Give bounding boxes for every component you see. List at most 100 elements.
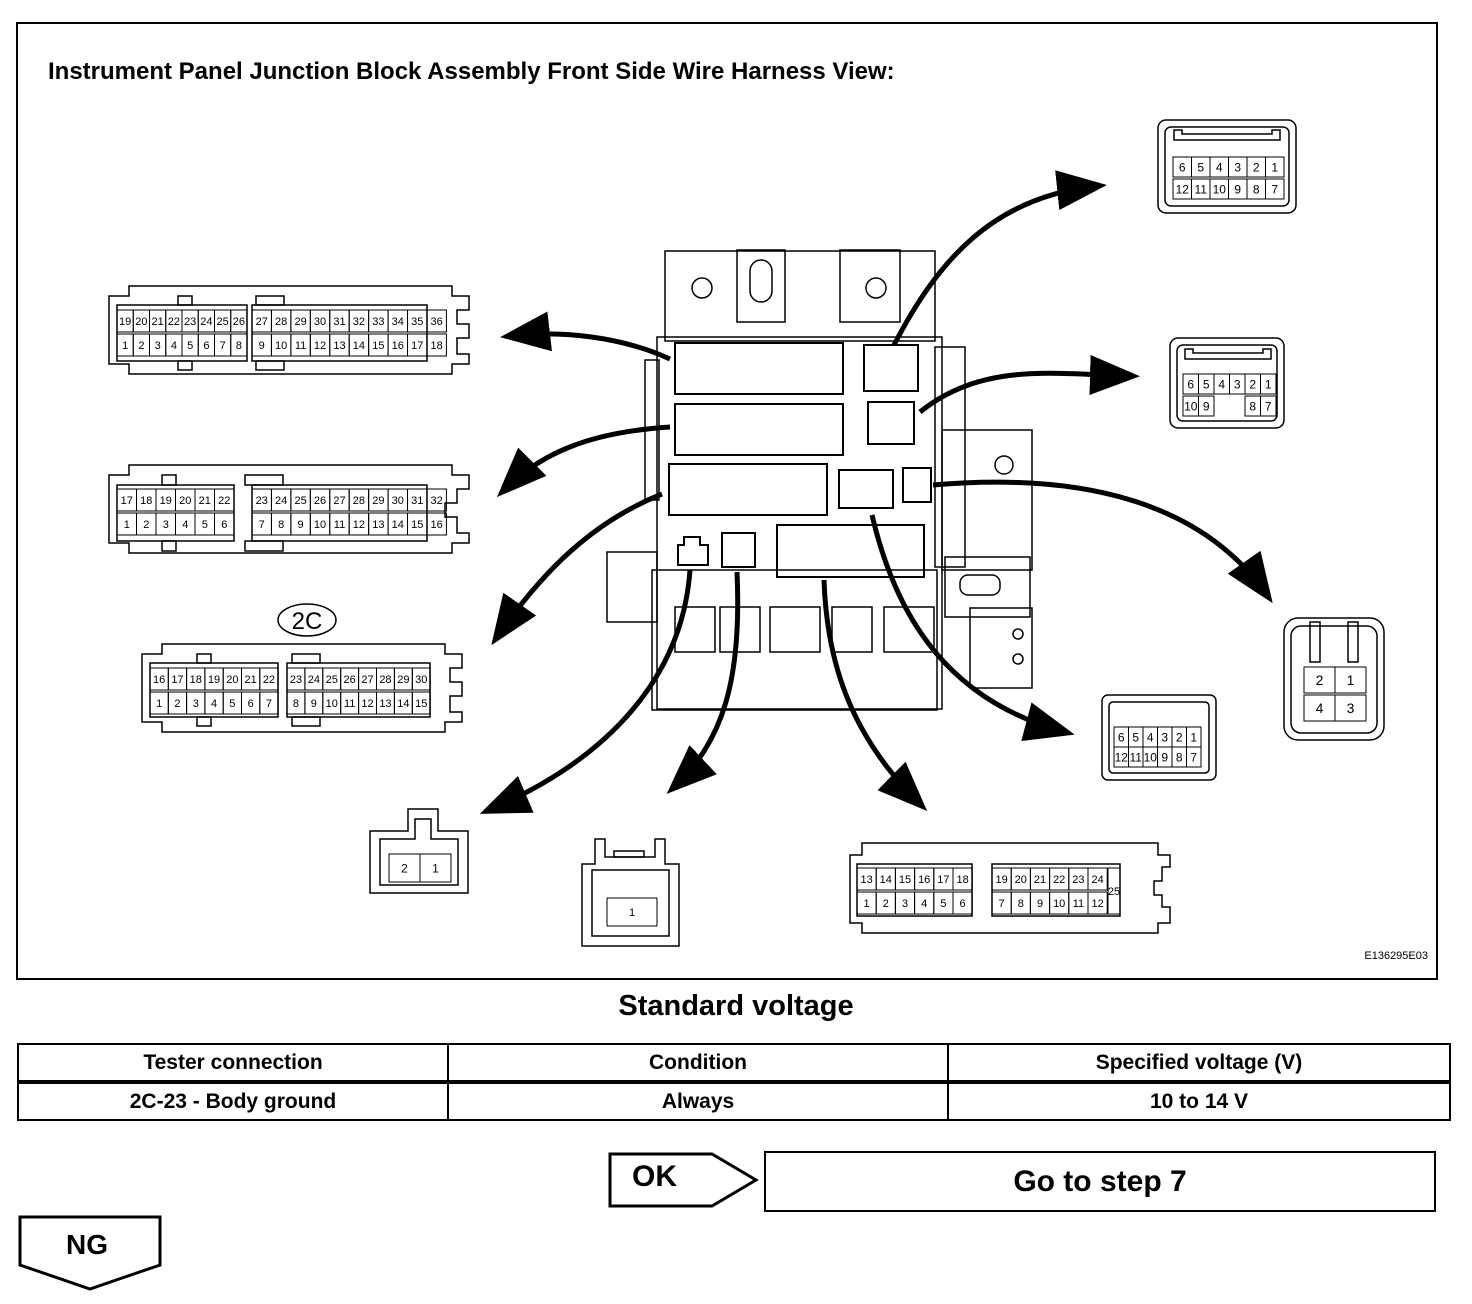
connector-9-pin-4-label: 4 <box>1147 730 1154 744</box>
connector-1-pin-18-label: 18 <box>431 340 443 352</box>
harness-arrows <box>479 170 1273 814</box>
connector-1-pin-27-label: 27 <box>256 316 268 328</box>
connector-3-pin-17-label: 17 <box>171 674 183 686</box>
connector-1-pin-33-label: 33 <box>372 316 384 328</box>
connector-3-pin-12-label: 12 <box>361 698 373 710</box>
connector-7-pin-12-label: 12 <box>1176 182 1190 196</box>
connector-2-pin-22-cell <box>214 488 235 512</box>
arrow-to-connector-6 <box>821 579 928 812</box>
ng-button[interactable] <box>18 1215 164 1291</box>
connector-3-pin-30-label: 30 <box>415 674 427 686</box>
spec-header-row: Tester connection Condition Specified vo… <box>17 1043 1451 1084</box>
connector-1-pin-29-label: 29 <box>294 316 306 328</box>
connector-7-pin-9-label: 9 <box>1234 182 1241 196</box>
connector-6-pin-14-label: 14 <box>880 874 892 886</box>
connector-2-pin-18-label: 18 <box>140 495 152 507</box>
connector-2-pin-2-label: 2 <box>143 519 149 531</box>
connector-3-pin-1-label: 1 <box>156 698 162 710</box>
header-specified-voltage: Specified voltage (V) <box>947 1043 1451 1084</box>
connector-6-pin-25-label: 25 <box>1108 886 1120 898</box>
connector-3-pin-16-label: 16 <box>153 674 165 686</box>
connector-7-pin-1-label: 1 <box>1271 160 1278 174</box>
connector-3-pin-14-label: 14 <box>397 698 409 710</box>
connector-8-pin-9-label: 9 <box>1203 399 1210 413</box>
connector-2c-ellipse <box>277 603 337 637</box>
connector-7-pin-7-label: 7 <box>1271 182 1278 196</box>
connector-3-pin-23-label: 23 <box>290 674 302 686</box>
connector-7-pin-10-label: 10 <box>1213 182 1227 196</box>
connector-1-pin-28-label: 28 <box>275 316 287 328</box>
connector-1-pin-36-cell <box>426 309 447 333</box>
connector-1-pin-25-label: 25 <box>217 316 229 328</box>
connector-1-pin-17-label: 17 <box>411 340 423 352</box>
cell-specified-voltage: 10 to 14 V <box>947 1081 1451 1121</box>
connector-2-pin-3-label: 3 <box>163 519 169 531</box>
connector-8-pin-8-label: 8 <box>1249 399 1256 413</box>
connector-3-pin-25-label: 25 <box>326 674 338 686</box>
connector-10-pin-3-cell <box>1334 694 1367 722</box>
connector-2-housing <box>108 464 470 554</box>
connector-3-pin-2-label: 2 <box>174 698 180 710</box>
connector-2-pin-26-label: 26 <box>314 495 326 507</box>
connector-6-pin-23-label: 23 <box>1072 874 1084 886</box>
connector-6-blank-cell <box>1107 867 1121 915</box>
connector-5-housing <box>581 838 680 947</box>
table-row: 2C-23 - Body ground Always 10 to 14 V <box>17 1081 1451 1121</box>
connector-2-pin-22-label: 22 <box>218 495 230 507</box>
connector-3-pin-13-label: 13 <box>379 698 391 710</box>
connector-1-pin-14-label: 14 <box>353 340 365 352</box>
connector-6-pin-11-label: 11 <box>1073 898 1084 910</box>
connector-8-pin-9-cell <box>1198 395 1215 417</box>
arrow-to-connector-1 <box>500 311 672 362</box>
connector-1-pin-15-label: 15 <box>372 340 384 352</box>
connector-6-pin-8-label: 8 <box>1018 898 1024 910</box>
connector-6-pin-10-label: 10 <box>1053 898 1065 910</box>
connector-1-pin-19-label: 19 <box>119 316 131 328</box>
connector-2-pin-6-cell <box>214 512 235 536</box>
connector-3-pin-18-label: 18 <box>190 674 202 686</box>
cell-condition: Always <box>447 1081 949 1121</box>
connector-2-pin-20-label: 20 <box>179 495 191 507</box>
connector-10-housing <box>1283 617 1385 741</box>
go-to-step-button[interactable]: Go to step 7 <box>764 1151 1436 1212</box>
connector-1-pin-23-label: 23 <box>184 316 196 328</box>
spec-table: Tester connection Condition Specified vo… <box>17 1043 1451 1121</box>
connector-6-pin-16-label: 16 <box>918 874 930 886</box>
connector-3-pin-22-label: 22 <box>263 674 275 686</box>
connector-3-pin-30-cell <box>411 667 431 691</box>
connector-6-pin-2-label: 2 <box>883 898 889 910</box>
connector-6-pin-19-label: 19 <box>995 874 1007 886</box>
connector-8-pin-4-label: 4 <box>1218 377 1225 391</box>
connector-6-pin-24-label: 24 <box>1091 874 1103 886</box>
connector-7-housing <box>1157 119 1297 214</box>
connector-8-pin-7-cell <box>1260 395 1277 417</box>
arrow-to-connector-5 <box>666 571 741 794</box>
connector-1-pin-16-label: 16 <box>392 340 404 352</box>
connector-1-pin-6-label: 6 <box>203 340 209 352</box>
connector-3-pin-5-label: 5 <box>229 698 235 710</box>
connector-3-pin-21-label: 21 <box>245 674 257 686</box>
connector-9-pin-5-label: 5 <box>1132 730 1139 744</box>
connector-1-pin-13-label: 13 <box>333 340 345 352</box>
figure-id: E136295E03 <box>1364 950 1428 962</box>
connector-9-pin-12-label: 12 <box>1115 750 1129 764</box>
connector-1-pin-30-label: 30 <box>314 316 326 328</box>
connector-2-pin-28-label: 28 <box>353 495 365 507</box>
connector-9-pin-2-label: 2 <box>1176 730 1183 744</box>
connector-6-pin-7-label: 7 <box>999 898 1005 910</box>
connector-1-housing <box>108 285 470 375</box>
connector-2-pin-23-label: 23 <box>256 495 268 507</box>
ok-button[interactable] <box>608 1152 760 1208</box>
connector-5-pin-1-label: 1 <box>629 907 635 919</box>
connector-8-pin-1-cell <box>1260 373 1277 395</box>
connector-6-pin-4-label: 4 <box>921 898 927 910</box>
connector-6-pin-13-label: 13 <box>860 874 872 886</box>
connector-1-pin-11-label: 11 <box>295 340 306 352</box>
connector-3-pin-7-cell <box>259 691 279 715</box>
connector-2-pin-12-label: 12 <box>353 519 365 531</box>
connector-2-pin-10-label: 10 <box>314 519 326 531</box>
diagram-title: Instrument Panel Junction Block Assembly… <box>48 58 895 85</box>
connector-8-pin-3-label: 3 <box>1234 377 1241 391</box>
connector-3-pin-20-label: 20 <box>226 674 238 686</box>
